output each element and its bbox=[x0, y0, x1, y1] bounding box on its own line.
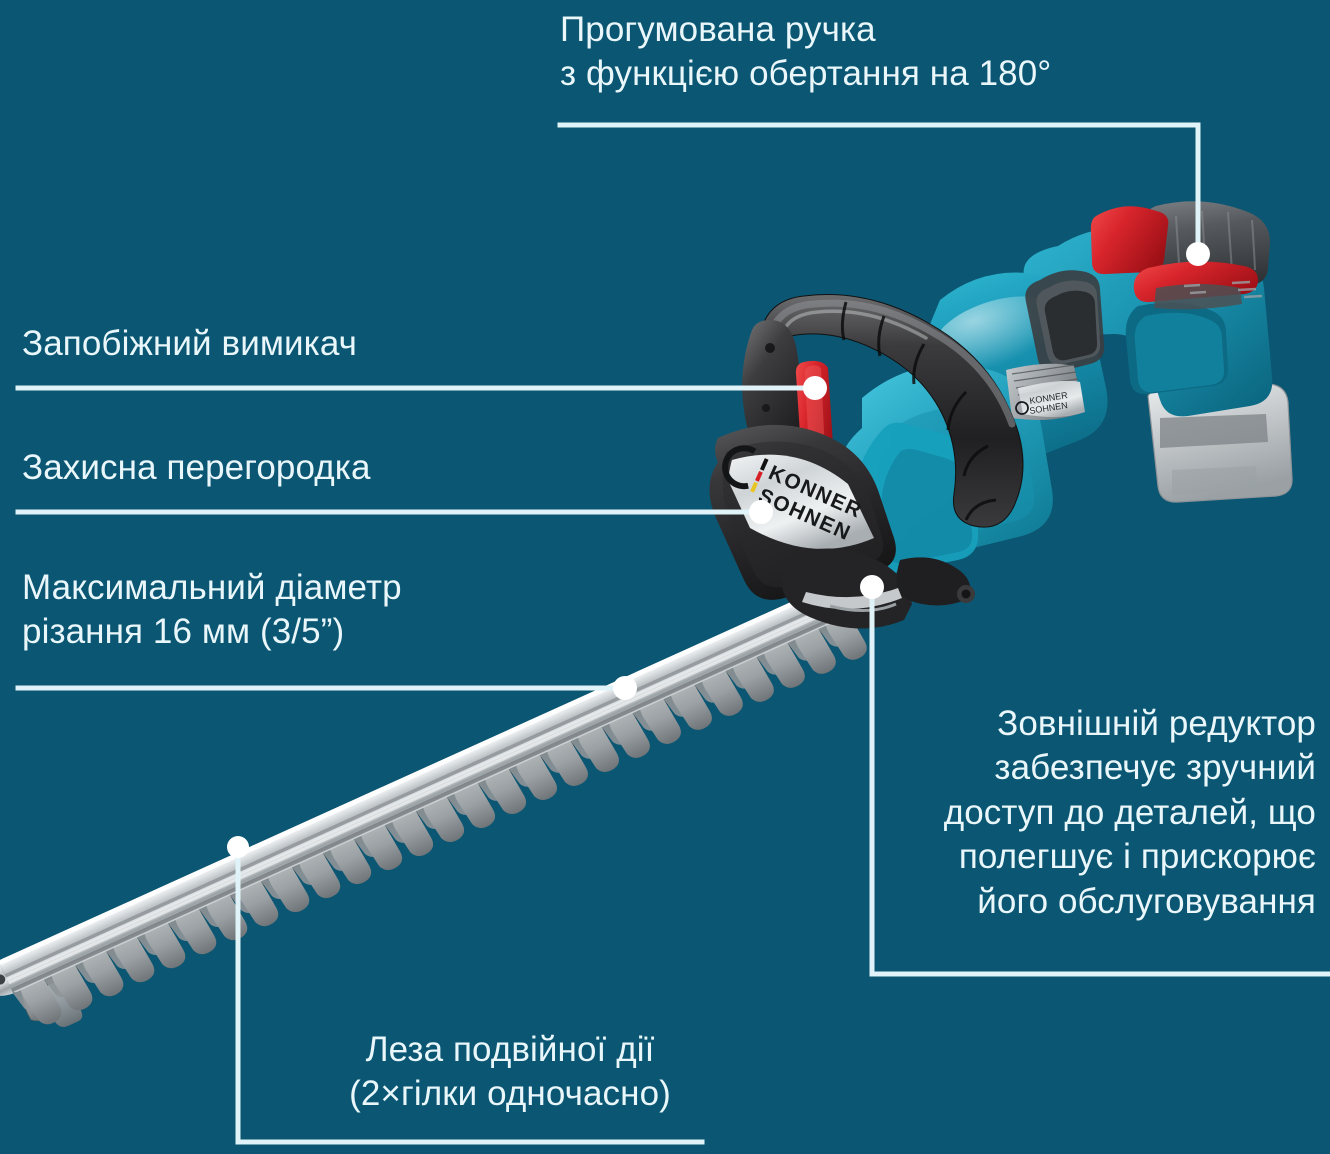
motor-housing: KONNER SOHNEN bbox=[839, 201, 1293, 575]
callout-protective-guard: Захисна перегородка bbox=[22, 448, 371, 487]
callout-max-cutting-diameter: Максимальний діаметр різання 16 мм (3/5”… bbox=[22, 568, 402, 652]
motor-vent-grille: KONNER SOHNEN bbox=[1006, 363, 1085, 420]
callout-rubberized-handle: Прогумована ручка з функцією обертання н… bbox=[560, 10, 1052, 94]
red-top-accent bbox=[1090, 206, 1169, 275]
callout-safety-switch: Запобіжний вимикач bbox=[22, 324, 357, 363]
blade-toothed-strip bbox=[0, 578, 867, 1025]
cutter-blade-assembly bbox=[0, 578, 867, 1028]
brand-nameplate bbox=[728, 454, 874, 549]
callout-external-gearbox: Зовнішній редуктор забезпечує зручний до… bbox=[943, 704, 1316, 921]
callout-double-action-blades: Леза подвійної дії (2×гілки одночасно) bbox=[349, 1030, 671, 1114]
